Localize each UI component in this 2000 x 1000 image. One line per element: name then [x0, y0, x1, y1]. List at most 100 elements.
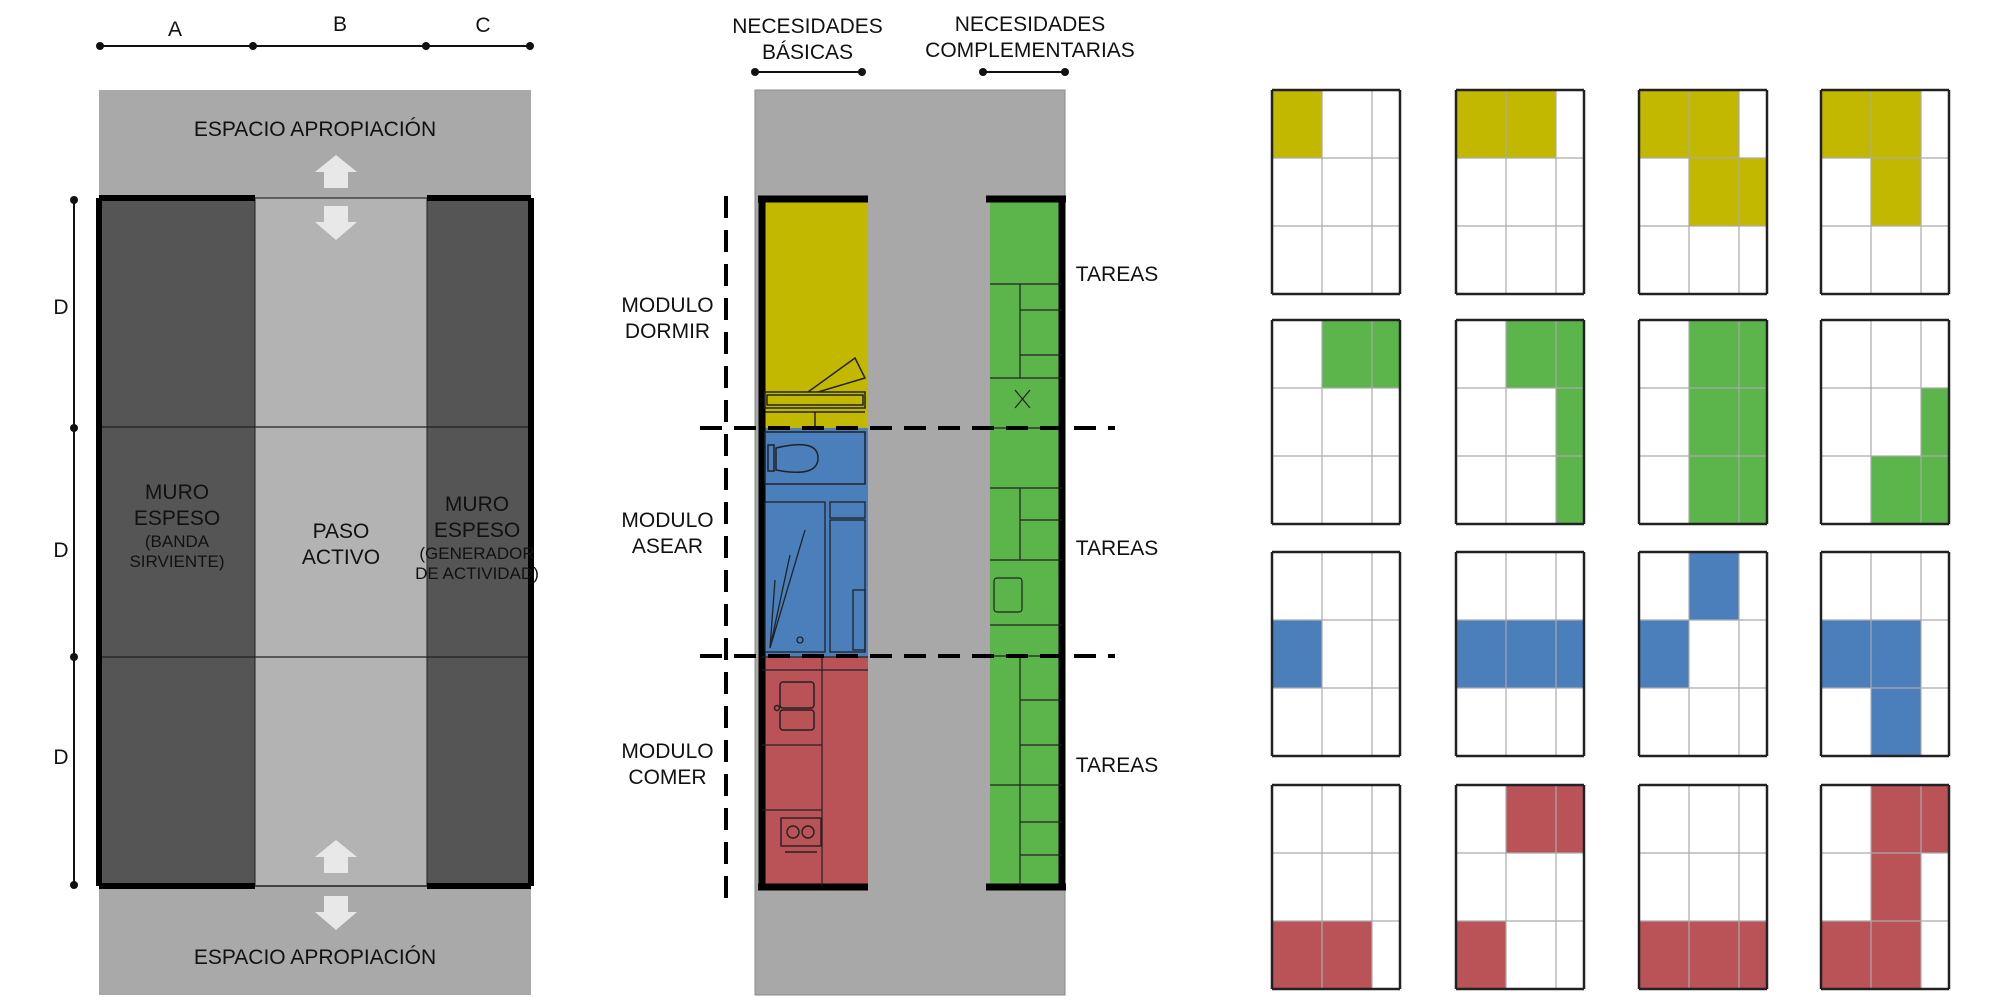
grid-outline [1454, 88, 1586, 296]
grid-cell-filled [1739, 320, 1767, 388]
grid-cell-filled [1456, 90, 1506, 158]
grid-cell-filled [1921, 456, 1949, 524]
grid-cell-filled [1556, 620, 1584, 688]
right-wall-label-line: (GENERADOR [419, 544, 535, 563]
tasks-label: TAREAS [1075, 754, 1159, 777]
grid-cell-filled [1556, 388, 1584, 456]
combination-grid [1637, 550, 1769, 758]
grid-cell-filled [1871, 456, 1921, 524]
up-arrow-icon [315, 840, 357, 873]
left-wall-label: MURO ESPESO (BANDA SIRVIENTE) [99, 480, 255, 572]
grid-cell-filled [1871, 90, 1921, 158]
grid-cell-filled [1506, 620, 1556, 688]
right-wall-label: MURO ESPESO (GENERADOR DE ACTIVIDAD) [402, 492, 552, 584]
combination-grid [1637, 88, 1769, 296]
passage-label: PASO ACTIVO [255, 519, 427, 571]
dimension-label-d: D [53, 539, 69, 562]
tasks-label: TAREAS [1075, 537, 1159, 560]
grid-cell-filled [1556, 456, 1584, 524]
wash-module-label: MODULO ASEAR [610, 508, 725, 560]
module-label-line: MODULO [621, 740, 714, 763]
dimension-dot [70, 424, 78, 432]
right-thick-wall [427, 198, 531, 886]
grid-cell-filled [1871, 785, 1921, 853]
grid-cell-filled [1739, 158, 1767, 226]
grid-cell-filled [1506, 785, 1556, 853]
complementary-needs-header: NECESIDADES COMPLEMENTARIAS [915, 12, 1145, 64]
combination-grid [1819, 783, 1951, 991]
grid-cell-filled [1556, 785, 1584, 853]
combination-grid [1454, 550, 1586, 758]
grid-outline [1454, 783, 1586, 991]
grid-cell-filled [1739, 388, 1767, 456]
combination-grid [1454, 318, 1586, 526]
dimension-dot [70, 881, 78, 889]
combination-grid [1270, 318, 1402, 526]
header-line: COMPLEMENTARIAS [925, 39, 1135, 62]
stove-icon [780, 817, 822, 853]
grid-outline [1819, 318, 1951, 526]
sleep-module-label: MODULO DORMIR [610, 293, 725, 345]
grid-outline [1270, 550, 1402, 758]
grid-cell-filled [1639, 620, 1689, 688]
grid-outline [1270, 783, 1402, 991]
grid-outline [1637, 88, 1769, 296]
grid-cell-filled [1689, 320, 1739, 388]
tasks-label: TAREAS [1075, 263, 1159, 286]
dimension-label-b: B [332, 13, 347, 36]
combination-grid [1454, 88, 1586, 296]
grid-cell-filled [1272, 921, 1322, 989]
passage-label-line: ACTIVO [301, 546, 381, 569]
grid-cell-filled [1821, 90, 1871, 158]
combination-grid [1270, 88, 1402, 296]
grid-cell-filled [1689, 456, 1739, 524]
grid-outline [1637, 550, 1769, 758]
up-arrow-icon [315, 155, 357, 188]
left-wall-label-line: (BANDA [144, 532, 210, 551]
sink-icon [773, 681, 815, 731]
left-wall-label-line: ESPESO [133, 507, 221, 530]
grid-cell-filled [1871, 921, 1921, 989]
basic-needs-header: NECESIDADES BÁSICAS [720, 14, 895, 66]
grid-cell-filled [1322, 921, 1372, 989]
grid-cell-filled [1739, 921, 1767, 989]
dimension-dot [422, 42, 430, 50]
shelving-lines [990, 283, 1062, 886]
grid-cell-filled [1322, 320, 1372, 388]
grid-cell-filled [1689, 552, 1739, 620]
shower-icon [764, 501, 866, 653]
combination-grid [1819, 550, 1951, 758]
grid-cell-filled [1739, 456, 1767, 524]
grid-cell-filled [1272, 620, 1322, 688]
module-label-line: COMER [628, 766, 707, 789]
grid-cell-filled [1372, 320, 1400, 388]
zoning-plan-drawing [70, 42, 534, 995]
header-line: BÁSICAS [761, 41, 854, 64]
grid-cell-filled [1689, 158, 1739, 226]
passage-label-line: PASO [312, 520, 370, 543]
combination-grids-drawing [1270, 88, 1951, 991]
grid-cell-filled [1689, 90, 1739, 158]
dimension-dot [249, 42, 257, 50]
combination-grid [1819, 318, 1951, 526]
grid-outline [1270, 318, 1402, 526]
dimension-dot [979, 68, 987, 76]
header-line: NECESIDADES [732, 15, 883, 38]
grid-cell-filled [1506, 320, 1556, 388]
building-outline [96, 195, 534, 889]
down-arrow-icon [315, 896, 357, 930]
dimension-dot [751, 68, 759, 76]
grid-outline [1270, 88, 1402, 296]
module-label-line: DORMIR [624, 320, 711, 343]
grid-cell-filled [1689, 388, 1739, 456]
grid-outline [1454, 318, 1586, 526]
left-wall-label-line: SIRVIENTE) [129, 552, 225, 571]
dimension-label-d: D [53, 746, 69, 769]
left-thick-wall [99, 198, 255, 886]
right-wall-label-line: MURO [444, 493, 510, 516]
dimension-dot [526, 42, 534, 50]
grid-cell-filled [1556, 320, 1584, 388]
dimension-dot [858, 68, 866, 76]
grid-outline [1819, 88, 1951, 296]
grid-cell-filled [1506, 90, 1556, 158]
